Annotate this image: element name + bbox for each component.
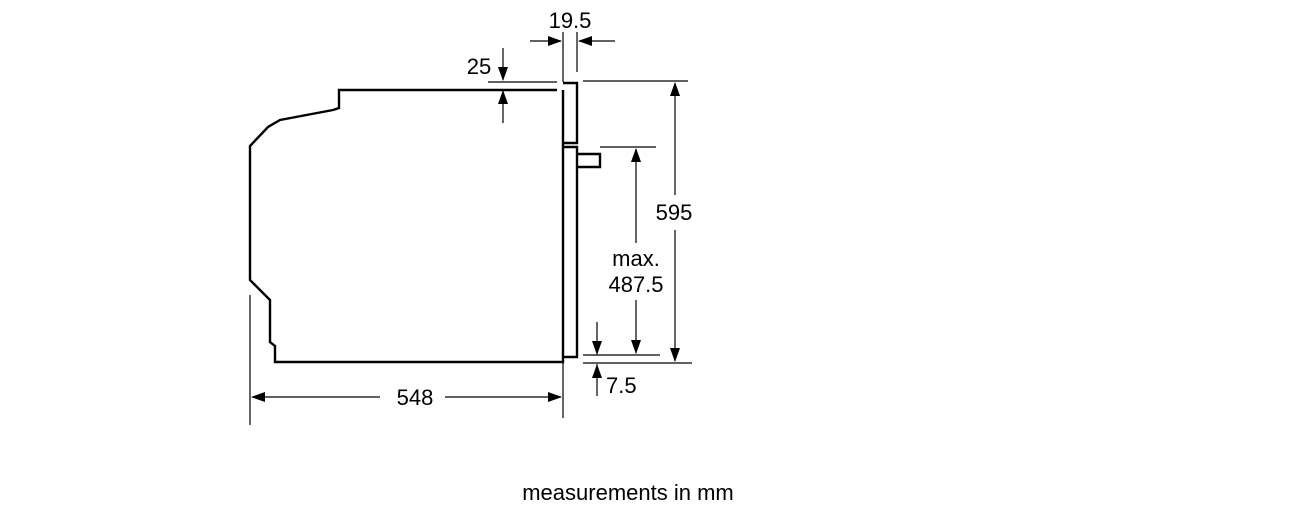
opening-label-line2: 487.5 (608, 272, 663, 297)
oven-front-panel (563, 81, 579, 145)
thickness-arrow-left (548, 36, 562, 46)
opening-arrow-bottom (631, 340, 641, 354)
bottom-offset-label: 7.5 (606, 373, 637, 398)
top-offset-arrow-down (498, 67, 508, 81)
oven-door (563, 145, 579, 359)
opening-label-line1: max. (612, 246, 660, 271)
depth-arrow-left (251, 392, 265, 402)
thickness-arrow-right (578, 36, 592, 46)
opening-arrow-top (631, 148, 641, 162)
bottom-offset-arrow-down (592, 341, 602, 355)
height-arrow-bottom (670, 348, 680, 362)
measurements-caption: measurements in mm (522, 480, 734, 505)
height-arrow-top (670, 82, 680, 96)
height-label: 595 (656, 200, 693, 225)
thickness-label: 19.5 (549, 8, 592, 33)
depth-arrow-right (548, 392, 562, 402)
top-offset-label: 25 (467, 54, 491, 79)
oven-body-outline (248, 88, 565, 364)
bottom-offset-arrow-up (592, 364, 602, 378)
top-offset-arrow-up (498, 90, 508, 104)
oven-door-handle (577, 152, 602, 169)
depth-label: 548 (397, 385, 434, 410)
